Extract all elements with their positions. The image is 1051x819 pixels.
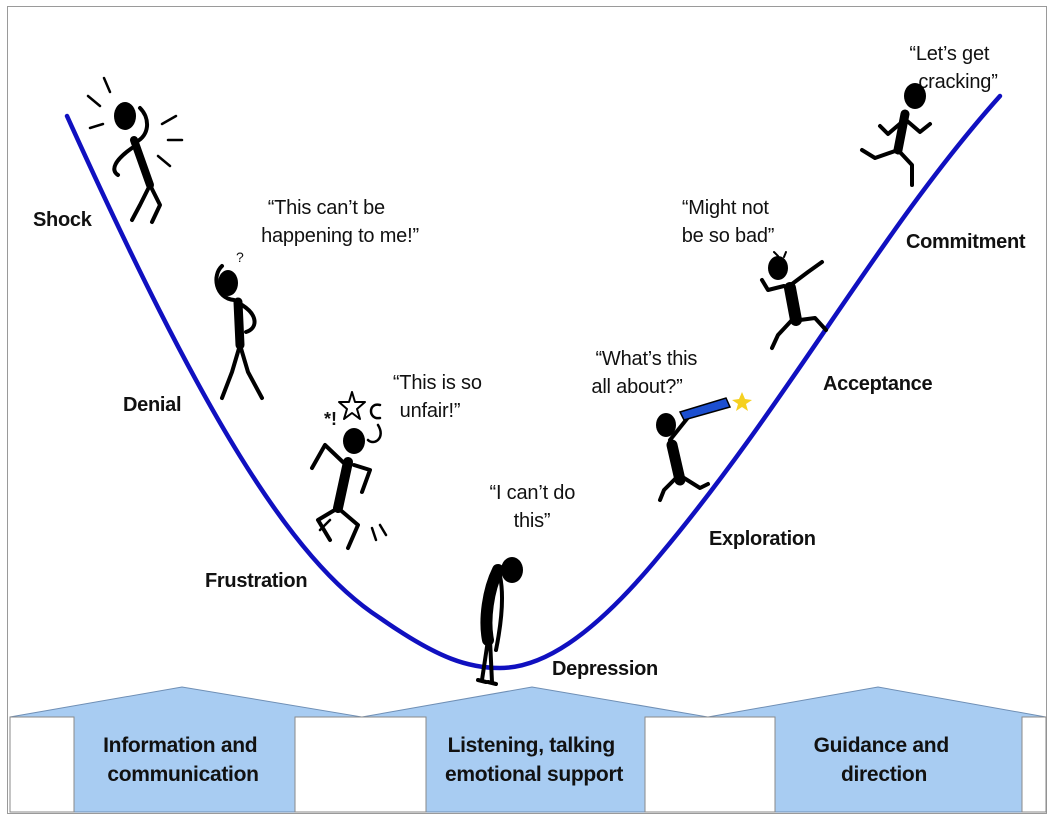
star-icon [732, 392, 752, 411]
angry-symbols-icon: *! [324, 409, 337, 429]
quote-acceptance: “Might not be so bad” [682, 197, 775, 247]
post-3 [644, 716, 776, 813]
post-1 [9, 716, 75, 813]
change-curve [64, 93, 1003, 671]
question-mark-icon: ? [236, 249, 244, 265]
stage-commitment: Commitment [906, 231, 1026, 253]
figure-commitment [860, 83, 932, 187]
quote-depression: “I can’t do this” [490, 482, 581, 532]
quote-denial: “This can’t be happening to me!” [261, 197, 419, 247]
stage-shock: Shock [33, 209, 93, 231]
quote-commitment: “Let’s get cracking” [909, 43, 997, 93]
quote-frustration: “This is so unfair!” [393, 372, 487, 422]
figure-shock [86, 76, 184, 224]
post-4 [1021, 716, 1047, 813]
quote-exploration: “What’s this all about?” [591, 348, 702, 398]
figure-acceptance [760, 251, 828, 350]
diagram-frame [7, 6, 1047, 814]
stage-exploration: Exploration [709, 528, 816, 550]
stage-depression: Depression [552, 658, 658, 680]
support-houses [9, 686, 1047, 813]
figure-frustration: *! [310, 391, 388, 550]
stage-acceptance: Acceptance [823, 373, 932, 395]
figure-depression [476, 557, 523, 686]
stage-frustration: Frustration [205, 570, 307, 592]
figure-exploration [656, 392, 752, 502]
telescope-icon [678, 397, 732, 421]
stage-denial: Denial [123, 394, 181, 416]
figure-denial: ? [214, 249, 264, 400]
box-label-information: Information and communication [103, 734, 263, 786]
box-label-guidance: Guidance and direction [814, 734, 955, 786]
post-2 [294, 716, 427, 813]
box-label-listening: Listening, talking emotional support [445, 734, 623, 786]
